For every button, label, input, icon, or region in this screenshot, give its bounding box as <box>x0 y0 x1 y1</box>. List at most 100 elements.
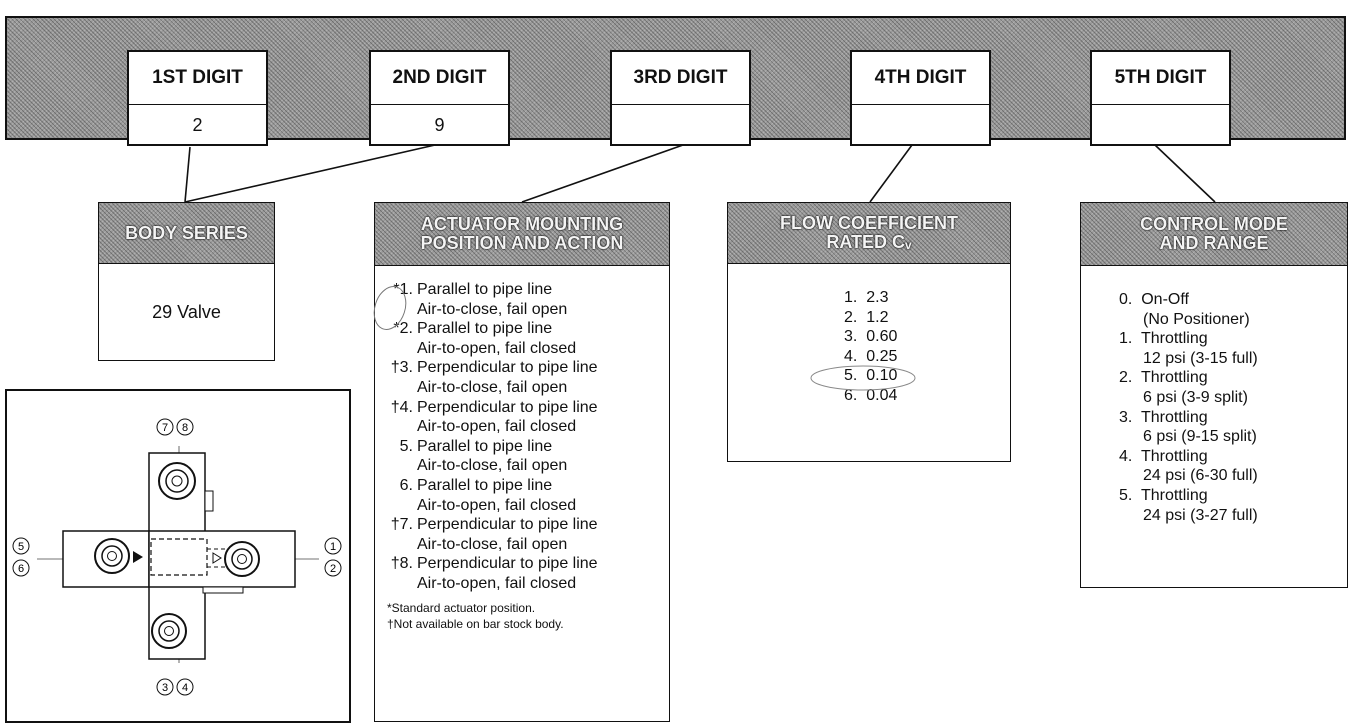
control-title-line2: AND RANGE <box>1159 233 1269 253</box>
connector-line <box>521 144 684 203</box>
digit-box-2: 2ND DIGIT 9 <box>369 50 510 146</box>
actuator-outline-right <box>148 530 296 588</box>
position-label-2: 2 <box>330 563 336 575</box>
flow-option: 1. 2.3 <box>844 289 889 306</box>
position-label-3: 3 <box>162 682 168 694</box>
actuator-title: ACTUATOR MOUNTING POSITION AND ACTION <box>375 203 669 266</box>
position-label-4: 4 <box>182 682 188 694</box>
flow-title-line2: RATED Cᵥ <box>826 232 912 252</box>
option-line-2: Air-to-close, fail open <box>417 378 568 396</box>
option-number: *2. <box>393 320 413 338</box>
digit-value: 2 <box>192 115 203 135</box>
digit-box-3: 3RD DIGIT <box>610 50 751 146</box>
position-label-1: 1 <box>330 541 336 553</box>
control-option-line-1: 1. Throttling <box>1119 330 1208 348</box>
option-line-1: Parallel to pipe line <box>417 476 553 494</box>
option-number: †8. <box>390 555 413 573</box>
mounting-position-diagram: 7 8 3 4 5 6 1 2 <box>5 389 351 723</box>
option-line-2: Air-to-close, fail open <box>417 535 568 553</box>
control-option-line-2: (No Positioner) <box>1143 310 1250 328</box>
option-line-1: Perpendicular to pipe line <box>417 398 598 416</box>
control-option-line-2: 24 psi (3-27 full) <box>1143 506 1258 524</box>
actuator-knob-icon <box>158 462 196 500</box>
flow-option: 4. 0.25 <box>844 347 898 365</box>
flow-arrow-icon <box>133 551 143 563</box>
flow-title: FLOW COEFFICIENT RATED Cᵥ <box>728 203 1010 264</box>
digit-box-4: 4TH DIGIT <box>850 50 991 146</box>
flow-option: 6. 0.04 <box>844 386 898 404</box>
control-title-line1: CONTROL MODE <box>1140 214 1288 234</box>
control-option-line-1: 4. Throttling <box>1119 447 1208 465</box>
control-option-line-1: 5. Throttling <box>1119 486 1208 504</box>
flow-arrow-icon <box>212 552 222 564</box>
option-number: †4. <box>390 398 413 416</box>
option-line-1: Parallel to pipe line <box>417 437 553 455</box>
flow-coefficient-box: FLOW COEFFICIENT RATED Cᵥ 1. 2.3 2. 1.2 3.… <box>727 202 1011 462</box>
digit-box-5: 5TH DIGIT <box>1090 50 1231 146</box>
flow-option: 2. 1.2 <box>844 308 889 326</box>
valve-body-outline <box>150 538 208 576</box>
option-line-1: Perpendicular to pipe line <box>417 359 598 377</box>
option-line-2: Air-to-close, fail open <box>417 457 568 475</box>
connector-line <box>184 144 436 203</box>
footnote-bar-stock: †Not available on bar stock body. <box>387 616 564 631</box>
actuator-mounting-box: ACTUATOR MOUNTING POSITION AND ACTION *1… <box>373 202 670 722</box>
body-series-title: BODY SERIES <box>99 203 274 264</box>
digit-box-1: 1ST DIGIT 2 <box>127 50 268 146</box>
option-line-1: Parallel to pipe line <box>417 320 553 338</box>
digit-band: 1ST DIGIT 2 2ND DIGIT 9 3RD DIGIT 4TH DI… <box>5 16 1346 146</box>
control-option-line-1: 3. Throttling <box>1119 408 1208 426</box>
actuator-knob-icon <box>94 538 130 574</box>
actuator-title-line1: ACTUATOR MOUNTING <box>420 214 624 234</box>
connector-line <box>184 146 191 203</box>
connector-line <box>1154 144 1216 203</box>
option-line-1: Parallel to pipe line <box>417 281 553 298</box>
option-line-1: Perpendicular to pipe line <box>417 555 598 573</box>
option-number: 6. <box>399 476 413 494</box>
option-line-2: Air-to-open, fail closed <box>417 496 577 514</box>
option-line-2: Air-to-open, fail closed <box>417 339 577 357</box>
flow-option: 3. 0.60 <box>844 328 898 346</box>
hand-circle-mark <box>810 365 916 391</box>
digit-label: 5TH DIGIT <box>1092 52 1229 105</box>
position-label-6: 6 <box>18 563 24 575</box>
option-number: 5. <box>399 437 413 455</box>
position-label-5: 5 <box>18 541 24 553</box>
actuator-footnotes: *Standard actuator position. †Not availa… <box>375 594 669 632</box>
actuator-knob-icon <box>224 541 260 577</box>
position-label-7: 7 <box>162 422 168 434</box>
control-mode-box: CONTROL MODE AND RANGE 0. On-Off (No Posi… <box>1080 202 1348 588</box>
body-series-box: BODY SERIES 29 Valve <box>98 202 275 361</box>
control-option-line-2: 12 psi (3-15 full) <box>1143 349 1258 367</box>
flow-option: 5. 0.10 <box>844 367 898 385</box>
digit-label: 4TH DIGIT <box>852 52 989 105</box>
control-option-line-1: 2. Throttling <box>1119 369 1208 387</box>
option-line-2: Air-to-open, fail closed <box>417 574 577 592</box>
body-series-title-text: BODY SERIES <box>125 222 248 243</box>
digit-label: 1ST DIGIT <box>129 52 266 105</box>
option-line-2: Air-to-open, fail closed <box>417 418 577 436</box>
body-series-value: 29 Valve <box>152 302 221 322</box>
flow-title-line1: FLOW COEFFICIENT <box>780 213 958 233</box>
control-option-line-2: 6 psi (3-9 split) <box>1143 388 1248 406</box>
control-option-line-1: 0. On-Off <box>1119 291 1189 308</box>
option-number: †3. <box>390 359 413 377</box>
option-line-2: Air-to-close, fail open <box>417 300 568 318</box>
option-number: *1. <box>393 281 413 298</box>
connector-line <box>869 144 913 203</box>
